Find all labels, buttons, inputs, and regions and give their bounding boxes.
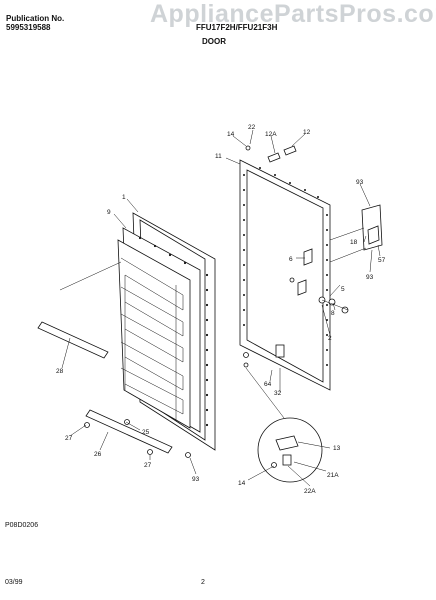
footer-date: 03/99 <box>5 579 23 586</box>
model-numbers: FFU17F2H/FFU21F3H <box>196 23 278 32</box>
callout-12: 12 <box>303 129 311 136</box>
callout-9: 9 <box>107 209 111 216</box>
watermark: AppliancePartsPros.com <box>150 0 436 28</box>
door-panel <box>117 212 216 451</box>
callout-57: 57 <box>378 257 386 264</box>
callout-13: 13 <box>333 445 341 452</box>
callout-93a: 93 <box>192 476 200 483</box>
callout-27: 27 <box>65 435 73 442</box>
callout-27b: 27 <box>144 462 152 469</box>
callout-labels: 1 9 28 27 25 26 27 93 14 22 12A 12 11 93… <box>56 124 386 495</box>
door-liner-frame <box>239 159 331 391</box>
callout-28: 28 <box>56 368 64 375</box>
callout-1: 1 <box>122 194 126 201</box>
callout-25: 25 <box>142 429 150 436</box>
callout-18: 18 <box>350 239 358 246</box>
callout-32: 32 <box>274 390 282 397</box>
callout-8: 8 <box>331 310 335 317</box>
callout-22: 22 <box>248 124 256 131</box>
callout-93c: 93 <box>366 274 374 281</box>
callout-21a: 21A <box>327 472 339 479</box>
callout-26: 26 <box>94 451 102 458</box>
publication-label: Publication No. <box>6 14 65 23</box>
callout-6: 6 <box>289 256 293 263</box>
callout-64: 64 <box>264 381 272 388</box>
page-number: 2 <box>201 579 205 586</box>
callout-14a: 14 <box>227 131 235 138</box>
leader-lines <box>61 129 381 487</box>
callout-14b: 14 <box>238 480 246 487</box>
callout-22a: 22A <box>304 488 316 495</box>
callout-93b: 93 <box>356 179 364 186</box>
publication-number: 5995319588 <box>6 23 51 32</box>
door-handle <box>37 261 122 359</box>
callout-11: 11 <box>215 153 222 160</box>
figure-code: P08D0206 <box>5 522 39 529</box>
bottom-trim <box>84 409 191 458</box>
top-hinge-parts <box>245 145 297 163</box>
callout-12a: 12A <box>265 131 277 138</box>
callout-5: 5 <box>341 286 345 293</box>
top-hinge-bracket <box>329 204 383 263</box>
section-title: DOOR <box>202 37 226 46</box>
callout-2: 2 <box>328 335 332 342</box>
hinge-detail-circle <box>245 367 323 483</box>
latch-hardware <box>289 248 349 314</box>
